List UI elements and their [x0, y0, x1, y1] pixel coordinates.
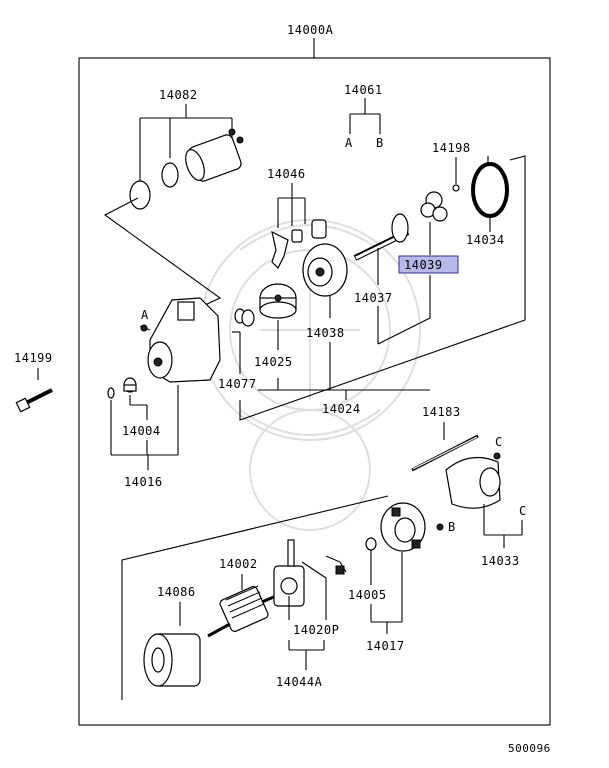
watermark-emblem — [199, 219, 421, 531]
callout-14061-b: B — [376, 136, 384, 150]
plate-screw — [436, 523, 444, 531]
callout-14039: 14039 — [404, 258, 443, 272]
callout-14086: 14086 — [157, 585, 196, 599]
rod-screw — [493, 452, 501, 460]
assembly-label: 14000A — [287, 23, 334, 37]
shift-lever — [271, 219, 327, 270]
diagram-code: 500096 — [508, 742, 551, 755]
callout-14004: 14004 — [122, 424, 161, 438]
highlight-14039-box — [398, 255, 459, 274]
callout-14037: 14037 — [354, 291, 393, 305]
brush-holder-assembly — [273, 539, 305, 607]
dust-cover-ring — [471, 162, 509, 218]
seal-ring — [107, 387, 115, 399]
callout-14198: 14198 — [432, 141, 471, 155]
overrunning-clutch — [259, 283, 297, 319]
planet-gears — [420, 191, 448, 222]
planetary-gear-housing — [302, 243, 348, 297]
callout-14061: 14061 — [344, 83, 383, 97]
callout-14020p: 14020P — [293, 623, 339, 637]
callout-14017: 14017 — [366, 639, 405, 653]
callout-ref-c2: C — [519, 504, 527, 518]
callout-14034: 14034 — [466, 233, 505, 247]
callout-14005: 14005 — [348, 588, 387, 602]
callout-ref-b: B — [448, 520, 456, 534]
rear-bushing — [365, 537, 377, 551]
stop-ring-small — [452, 184, 460, 192]
callout-14199: 14199 — [14, 351, 53, 365]
solenoid-gasket — [129, 180, 151, 210]
callout-14033: 14033 — [481, 554, 520, 568]
yoke-field-coil — [143, 633, 201, 687]
callout-14082: 14082 — [159, 88, 198, 102]
armature — [207, 585, 277, 638]
washer — [241, 309, 255, 327]
through-rod — [411, 434, 479, 472]
solenoid-plate — [161, 162, 179, 188]
callout-14025: 14025 — [254, 355, 293, 369]
callout-14183: 14183 — [422, 405, 461, 419]
callout-14016: 14016 — [124, 475, 163, 489]
callout-14002: 14002 — [219, 557, 258, 571]
solenoid-switch — [185, 128, 244, 182]
rear-end-cover — [445, 456, 501, 509]
front-bracket-housing — [147, 297, 221, 383]
callout-14046: 14046 — [267, 167, 306, 181]
callout-14044a: 14044A — [276, 675, 323, 689]
callout-14061-a: A — [345, 136, 353, 150]
callout-ref-c1: C — [495, 435, 503, 449]
callout-14077: 14077 — [218, 377, 257, 391]
callout-14024: 14024 — [322, 402, 361, 416]
through-bolt — [15, 388, 53, 413]
brush-lead — [325, 555, 347, 575]
housing-screw — [140, 324, 148, 332]
callout-14038: 14038 — [306, 326, 345, 340]
bushing — [123, 377, 137, 393]
pinion-shaft — [353, 213, 410, 261]
callout-ref-a: A — [141, 308, 149, 322]
brush-holder-plate — [380, 502, 426, 552]
